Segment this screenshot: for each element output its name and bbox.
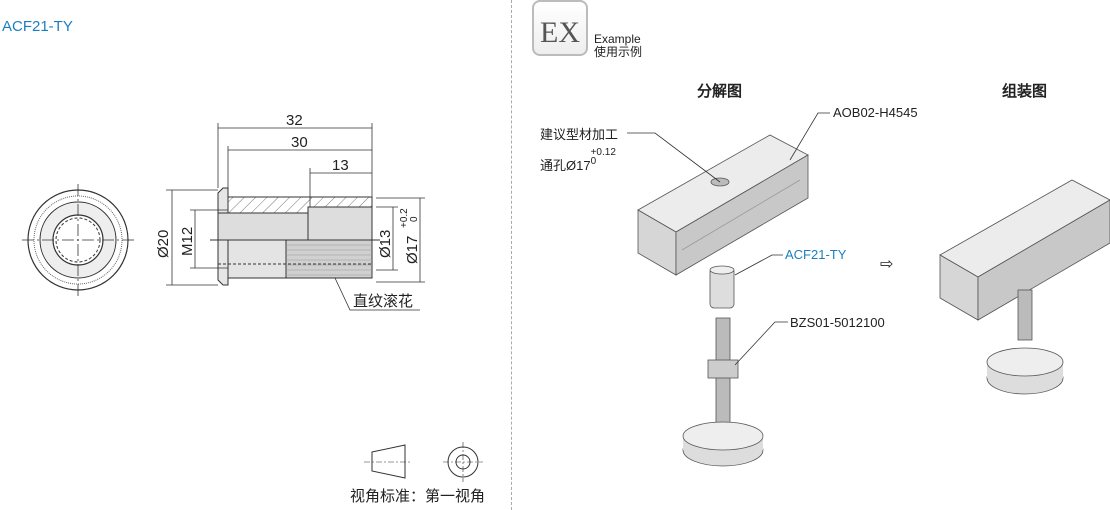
front-view bbox=[22, 184, 134, 296]
dim-d13: Ø13 bbox=[377, 230, 394, 258]
dim-32: 32 bbox=[286, 112, 303, 129]
hole-tol-lower: 0 bbox=[590, 156, 597, 167]
dim-m12: M12 bbox=[179, 227, 196, 256]
side-view bbox=[210, 187, 380, 286]
knurl-label: 直纹滚花 bbox=[353, 293, 413, 310]
assembly-arrow-icon: ⇨ bbox=[880, 256, 894, 273]
insert-part-label: ACF21-TY bbox=[785, 247, 847, 262]
assembled-illustration bbox=[939, 179, 1110, 395]
product-code-title: ACF21-TY bbox=[2, 18, 73, 35]
exploded-illustration bbox=[637, 134, 809, 467]
leader-lines bbox=[627, 112, 830, 366]
view-standard-label: 视角标准：第一视角 bbox=[350, 487, 485, 505]
hole-note-text: 通孔Ø17 bbox=[540, 158, 591, 173]
section-divider bbox=[511, 0, 512, 510]
profile-part-label: AOB02-H4545 bbox=[833, 105, 918, 120]
example-label-cn: 使用示例 bbox=[594, 45, 643, 59]
assembled-view-title: 组装图 bbox=[1002, 83, 1048, 100]
dim-d20: Ø20 bbox=[155, 230, 172, 258]
example-label-en: Example bbox=[594, 32, 641, 46]
dim-d17-tol-lower: 0 bbox=[409, 216, 420, 222]
dim-d17: Ø17 bbox=[404, 236, 421, 264]
dim-30: 30 bbox=[291, 134, 308, 151]
dim-13: 13 bbox=[332, 157, 349, 174]
foot-part-label: BZS01-5012100 bbox=[790, 315, 885, 330]
exploded-view-title: 分解图 bbox=[697, 83, 743, 100]
machining-note: 建议型材加工 bbox=[540, 127, 619, 142]
dimension-lines bbox=[166, 123, 425, 311]
example-badge: EX bbox=[532, 0, 588, 56]
dim-d17-tol-upper: +0.2 bbox=[399, 208, 410, 228]
first-angle-projection-icon bbox=[364, 442, 483, 482]
hole-tol-upper: +0.12 bbox=[590, 147, 616, 158]
